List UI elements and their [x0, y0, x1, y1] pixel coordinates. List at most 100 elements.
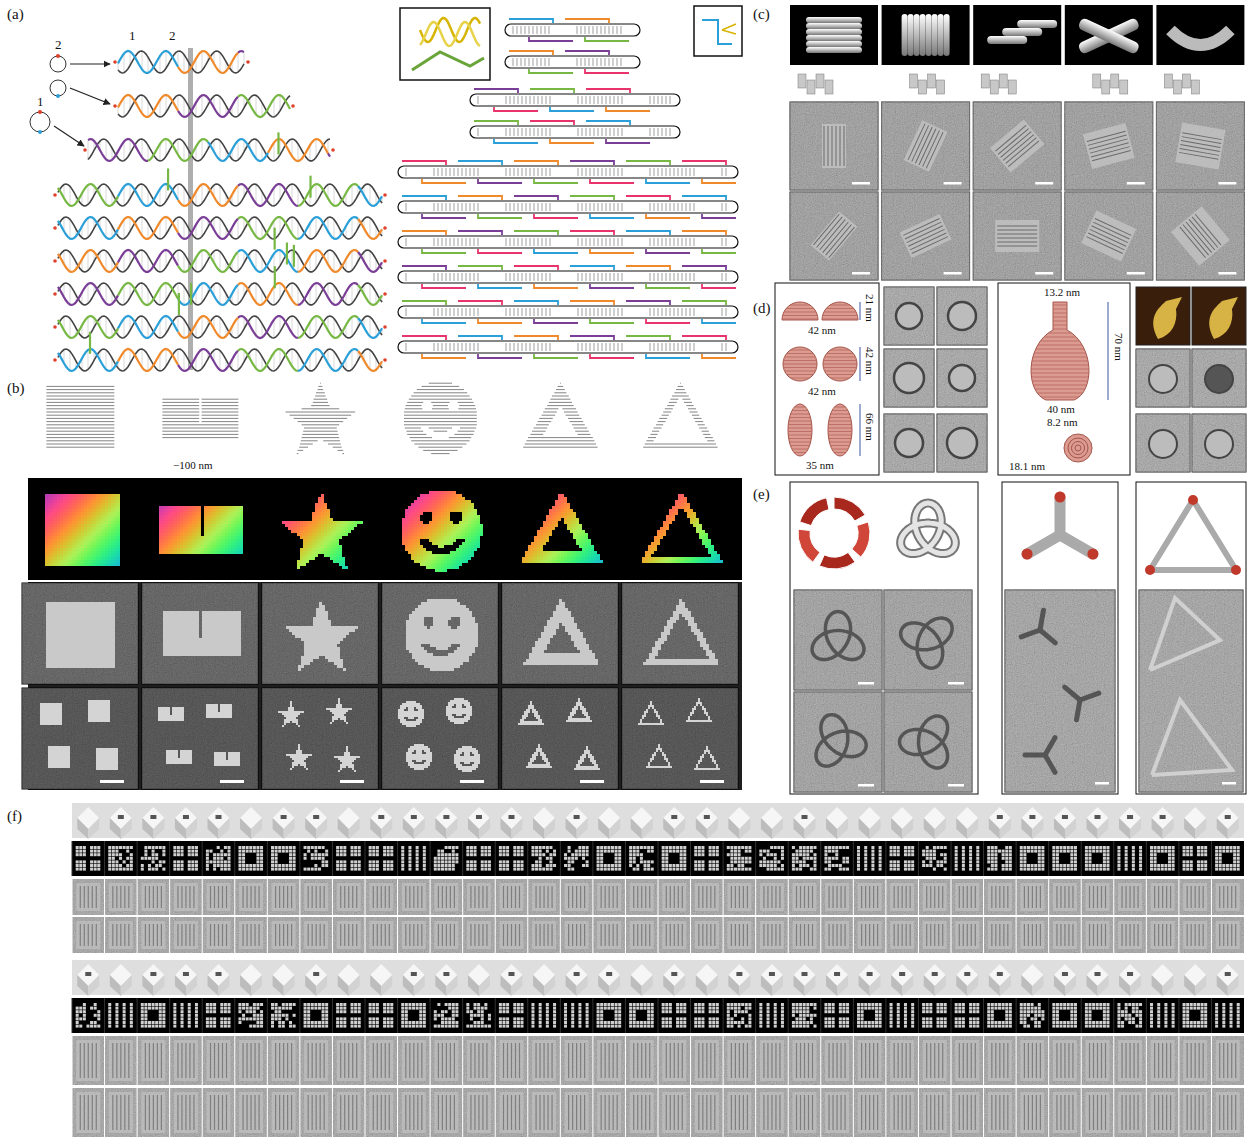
- illustration-part: [336, 548, 339, 551]
- illustration-part: [315, 536, 318, 539]
- illustration-part: [189, 533, 192, 536]
- illustration-part: [81, 518, 84, 521]
- illustration-part: [438, 494, 441, 497]
- illustration-part: [108, 512, 111, 515]
- illustration-part: [435, 563, 438, 566]
- illustration-part: [51, 536, 54, 539]
- illustration-part: [75, 557, 78, 560]
- illustration-part: [216, 533, 219, 536]
- illustration-part: [240, 536, 243, 539]
- illustration-part: [444, 509, 447, 512]
- illustration-part: [303, 563, 306, 566]
- illustration-part: [102, 548, 105, 551]
- illustration-part: [411, 542, 414, 545]
- illustration-part: [234, 548, 237, 551]
- illustration-part: [447, 497, 450, 500]
- illustration-part: [213, 545, 216, 548]
- illustration-part: [237, 536, 240, 539]
- illustration-part: [429, 503, 432, 506]
- illustration-part: [84, 503, 87, 506]
- illustration-part: [192, 512, 195, 515]
- illustration-part: [192, 509, 195, 512]
- illustration-part: [702, 354, 736, 358]
- illustration-part: [177, 548, 180, 551]
- illustration-part: [429, 506, 432, 509]
- illustration-part: [60, 494, 63, 497]
- illustration-part: [216, 506, 219, 509]
- illustration-part: [324, 509, 327, 512]
- illustration-part: [426, 494, 429, 497]
- illustration-part: [117, 530, 120, 533]
- illustration-part: [315, 530, 318, 533]
- illustration-part: [411, 536, 414, 539]
- illustration-part: [87, 560, 90, 563]
- illustration-part: [90, 563, 93, 566]
- illustration-part: [435, 530, 438, 533]
- illustration-part: [66, 551, 69, 554]
- illustration-part: [174, 527, 177, 530]
- illustration-part: [402, 524, 405, 527]
- illustration-part: [478, 284, 522, 288]
- illustration-part: [321, 518, 324, 521]
- illustration-part: [417, 527, 420, 530]
- illustration-part: [306, 542, 309, 545]
- illustration-part: [162, 527, 165, 530]
- illustration-part: [312, 539, 315, 542]
- illustration-part: [474, 512, 477, 515]
- illustration-part: [81, 539, 84, 542]
- illustration-part: [456, 536, 459, 539]
- illustration-part: [420, 500, 423, 503]
- illustration-part: [237, 527, 240, 530]
- illustration-part: [529, 69, 573, 73]
- illustration-part: [60, 560, 63, 563]
- illustration-part: [402, 533, 405, 536]
- illustration-part: [114, 536, 117, 539]
- illustration-part: [48, 521, 51, 524]
- illustration-part: [330, 521, 333, 524]
- illustration-part: [441, 503, 444, 506]
- illustration-part: [90, 500, 93, 503]
- illustration-part: [171, 512, 174, 515]
- illustration-part: [447, 503, 450, 506]
- illustration-part: [108, 503, 111, 506]
- illustration-part: [450, 536, 453, 539]
- illustration-part: [87, 515, 90, 518]
- illustration-part: [210, 515, 213, 518]
- illustration-part: [234, 539, 237, 542]
- illustration-part: [312, 557, 315, 560]
- illustration-part: [228, 539, 231, 542]
- illustration-part: [87, 521, 90, 524]
- illustration-part: [321, 524, 324, 527]
- illustration-part: [423, 560, 426, 563]
- illustration-part: [69, 509, 72, 512]
- illustration-part: [426, 497, 429, 500]
- illustration-part: [315, 551, 318, 554]
- illustration-part: [183, 524, 186, 527]
- illustration-part: [28, 478, 742, 580]
- illustration-part: [534, 284, 578, 288]
- illustration-part: [174, 518, 177, 521]
- illustration-part: [159, 536, 162, 539]
- illustration-part: [300, 563, 303, 566]
- illustration-part: [111, 509, 114, 512]
- illustration-part: [441, 554, 444, 557]
- illustration-part: [405, 509, 408, 512]
- illustration-part: [315, 506, 318, 509]
- illustration-part: [309, 524, 312, 527]
- illustration-part: [51, 503, 54, 506]
- illustration-part: [450, 554, 453, 557]
- illustration-part: [60, 548, 63, 551]
- illustration-part: [63, 539, 66, 542]
- illustration-part: [111, 503, 114, 506]
- illustration-part: [306, 527, 309, 530]
- illustration-part: [93, 503, 96, 506]
- illustration-part: [237, 530, 240, 533]
- illustration-part: [438, 518, 441, 521]
- illustration-part: [60, 536, 63, 539]
- panel-b-illustration: [22, 383, 742, 790]
- illustration-part: [159, 548, 162, 551]
- illustration-part: [180, 509, 183, 512]
- illustration-part: [204, 542, 207, 545]
- illustration-part: [441, 536, 444, 539]
- illustration-part: [99, 542, 102, 545]
